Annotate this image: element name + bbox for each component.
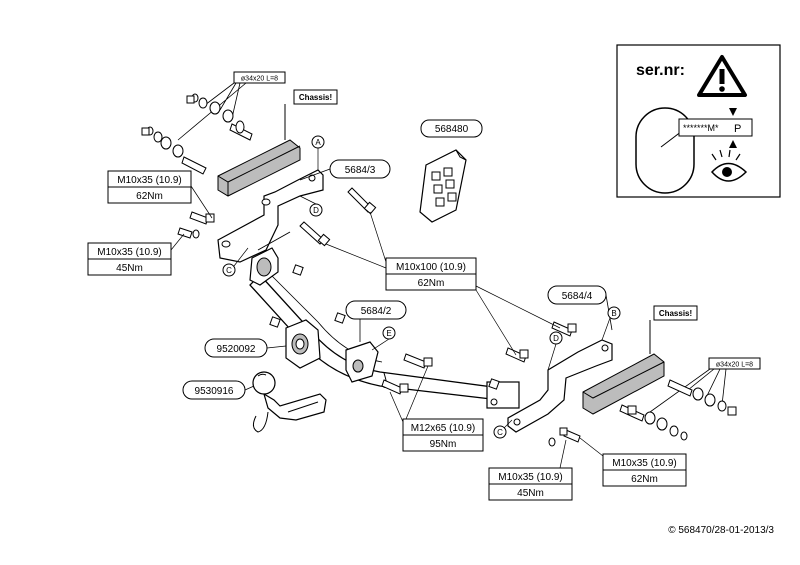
serial-plate: *******M* P: [678, 108, 753, 148]
spec-bottom-mid: M10x35 (10.9) 45Nm: [488, 439, 573, 501]
spec-center: M10x100 (10.9) 62Nm: [325, 211, 561, 356]
right-chassis-block: Chassis!: [582, 305, 698, 415]
warning-panel: ser.nr: *******M* P: [616, 44, 781, 198]
point-labels: A D C E B D C: [222, 135, 621, 439]
bolt-torque-bottom-right: 62Nm: [631, 474, 658, 485]
part-number-5684-2: 5684/2: [361, 306, 392, 317]
bolt-size-bottom-mid: M10x35 (10.9): [498, 472, 562, 483]
part-number-9520092: 9520092: [217, 344, 256, 355]
socket-plate: [285, 319, 321, 369]
point-label-c-left: C: [226, 266, 232, 275]
label-5684-3: 5684/3: [299, 159, 391, 181]
label-5684-2: 5684/2: [345, 300, 407, 342]
bolt-size-center: M10x100 (10.9): [396, 262, 466, 273]
left-chassis-block: Chassis!: [217, 89, 338, 197]
part-number-568480: 568480: [435, 124, 469, 135]
serial-plate-letter: P: [734, 123, 741, 135]
bolt-size-bottom-right: M10x35 (10.9): [612, 458, 676, 469]
left-washers: [146, 93, 253, 175]
chassis-warning-right: Chassis!: [659, 309, 692, 318]
spec-bottom-center: M12x65 (10.9) 95Nm: [389, 365, 484, 452]
label-9530916: 9530916: [182, 380, 255, 400]
bolt-torque-mid-left: 45Nm: [116, 263, 143, 274]
part-number-5684-4: 5684/4: [562, 291, 593, 302]
spacer-label-right: ø34x20 L=8: [716, 362, 753, 369]
point-label-e: E: [386, 329, 391, 338]
serial-number-title: ser.nr:: [636, 62, 685, 79]
point-label-b: B: [611, 309, 616, 318]
serial-plate-text: *******M*: [683, 123, 719, 133]
spec-top-left: M10x35 (10.9) 62Nm: [107, 170, 213, 219]
spec-bottom-right: M10x35 (10.9) 62Nm: [579, 437, 687, 487]
label-5684-4: 5684/4: [547, 285, 613, 331]
bolts: [141, 95, 737, 447]
eye-icon: [710, 149, 748, 182]
instruction-card-part: 568480: [419, 119, 483, 223]
spec-mid-left: M10x35 (10.9) 45Nm: [87, 233, 185, 276]
bolt-size-mid-left: M10x35 (10.9): [97, 247, 161, 258]
center-bracket: [345, 341, 379, 383]
bolt-size-top-left: M10x35 (10.9): [117, 175, 181, 186]
chassis-warning-left: Chassis!: [299, 93, 332, 102]
point-label-a: A: [315, 138, 321, 147]
bolt-torque-top-left: 62Nm: [136, 191, 163, 202]
right-spacers: ø34x20 L=8: [649, 357, 761, 413]
bolt-torque-bottom-center: 95Nm: [430, 439, 457, 450]
part-number-9530916: 9530916: [195, 386, 234, 397]
copyright-footer: © 568470/28-01-2013/3: [668, 525, 774, 536]
point-label-c-right: C: [497, 428, 503, 437]
bolt-torque-center: 62Nm: [418, 278, 445, 289]
label-9520092: 9520092: [204, 338, 287, 358]
point-label-d-left: D: [313, 206, 319, 215]
spacer-label-left: ø34x20 L=8: [241, 76, 278, 83]
right-bracket: [507, 339, 613, 433]
warning-triangle-icon: [697, 55, 747, 97]
left-end-plate: [249, 247, 279, 286]
right-washers: [619, 379, 736, 441]
point-label-d-right: D: [553, 334, 559, 343]
tow-ball: [252, 371, 327, 433]
left-spacers: ø34x20 L=8: [177, 71, 286, 141]
left-bracket: [217, 169, 324, 263]
part-number-5684-3: 5684/3: [345, 165, 376, 176]
bolt-torque-bottom-mid: 45Nm: [517, 488, 544, 499]
bolt-size-bottom-center: M12x65 (10.9): [411, 423, 475, 434]
